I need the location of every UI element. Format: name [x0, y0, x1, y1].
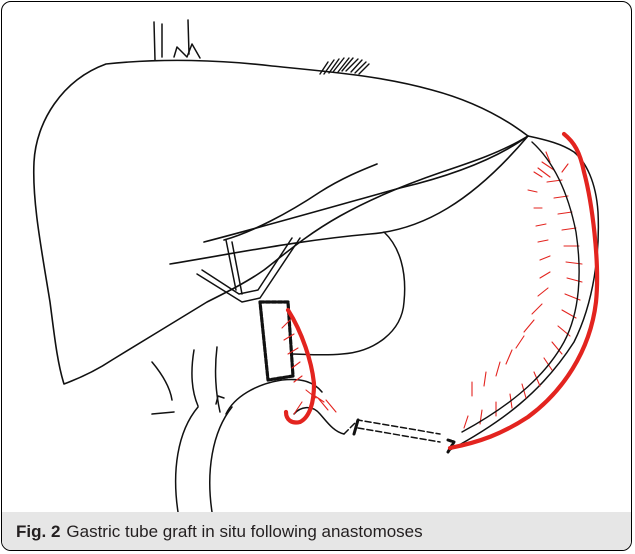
liver-outline [34, 60, 528, 384]
gastric-tube-lower [294, 136, 598, 452]
hepatic-duct-y [197, 238, 300, 302]
duodenum-outline [152, 232, 405, 512]
arterial-branches [282, 152, 582, 428]
caption-text: Gastric tube graft in situ following ana… [66, 522, 422, 542]
figure-caption: Fig. 2 Gastric tube graft in situ follow… [2, 512, 632, 551]
anatomical-illustration [2, 2, 632, 512]
caption-label: Fig. 2 [16, 522, 60, 542]
hepatic-vein-stubs [154, 20, 200, 60]
